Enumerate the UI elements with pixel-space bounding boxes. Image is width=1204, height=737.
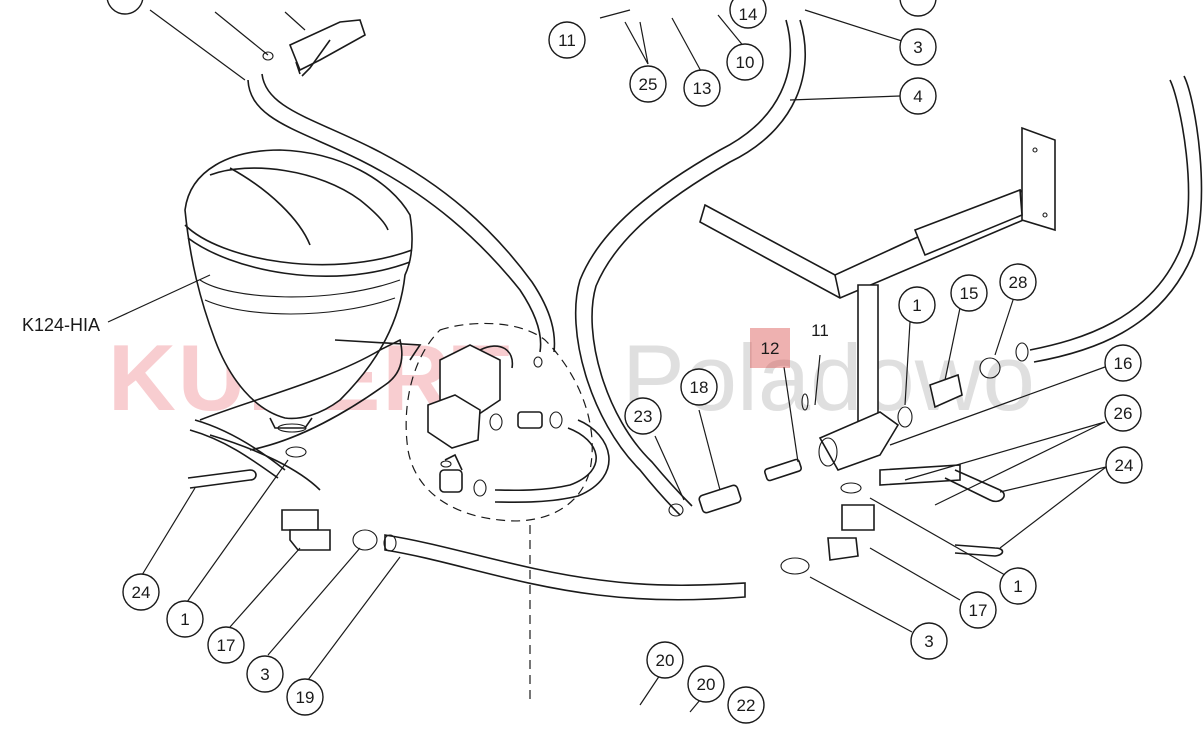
callout-20-b[interactable]: 20 (687, 665, 725, 703)
highlight-marker (750, 328, 790, 368)
callout-label: 17 (217, 636, 236, 655)
callout-label: 20 (697, 675, 716, 694)
callout-16[interactable]: 16 (1104, 344, 1142, 382)
callout-11[interactable]: 11 (548, 21, 586, 59)
callout-label: 14 (739, 5, 758, 24)
callout-13[interactable]: 13 (683, 69, 721, 107)
callout-label: 20 (656, 651, 675, 670)
callout-14[interactable]: 14 (729, 0, 767, 29)
callout-24-right[interactable]: 24 (1105, 446, 1143, 484)
callout-3-left[interactable]: 3 (246, 655, 284, 693)
callout-3-right[interactable]: 3 (910, 622, 948, 660)
callout-25[interactable]: 25 (629, 65, 667, 103)
callout-4[interactable]: 4 (899, 77, 937, 115)
callout-label: 11 (558, 31, 576, 50)
callout-label: 1 (912, 296, 921, 315)
valve-assembly (405, 322, 593, 705)
callout-23[interactable]: 23 (624, 397, 662, 435)
callout-label: 19 (296, 688, 315, 707)
callout-19[interactable]: 19 (286, 678, 324, 716)
callout-26[interactable]: 26 (1104, 394, 1142, 432)
callout-18[interactable]: 18 (680, 368, 718, 406)
callout-label: 12 (761, 339, 780, 358)
callout-label: 24 (132, 583, 151, 602)
callout-partial (106, 0, 144, 15)
callout-label: 1 (1013, 577, 1022, 596)
callout-label: 25 (639, 75, 658, 94)
callout-label: 13 (693, 79, 712, 98)
callout-24-left[interactable]: 24 (122, 573, 160, 611)
callout-label: 22 (737, 696, 756, 715)
callout-label: 26 (1114, 404, 1133, 423)
callout-28[interactable]: 28 (999, 263, 1037, 301)
callout-partial (899, 0, 937, 17)
callout-1-left[interactable]: 1 (166, 600, 204, 638)
callout-label: 24 (1115, 456, 1134, 475)
callout-bubbles: 11 25 13 10 14 3 4 11 12 18 23 1 15 28 1… (106, 0, 1143, 724)
callout-11-mid[interactable]: 11 (811, 321, 829, 340)
mounting-frame (699, 126, 1056, 486)
callout-label: 10 (736, 53, 755, 72)
callout-label: 3 (924, 632, 933, 651)
callout-10[interactable]: 10 (726, 43, 764, 81)
leader-lines (107, 9, 1107, 713)
callout-label: 3 (260, 665, 269, 684)
callout-1-right[interactable]: 1 (999, 567, 1037, 605)
callout-label: 4 (913, 87, 922, 106)
fittings (187, 357, 1005, 575)
callout-label: 1 (180, 610, 189, 629)
callout-20-a[interactable]: 20 (646, 641, 684, 679)
callout-22[interactable]: 22 (727, 686, 765, 724)
callout-label: 11 (811, 321, 829, 340)
spray-gun (262, 19, 366, 77)
callout-label: 17 (969, 601, 988, 620)
callout-label: 28 (1009, 273, 1028, 292)
callout-label: 3 (913, 38, 922, 57)
tank (184, 149, 422, 491)
assembly-label: K124-HIA (22, 315, 100, 335)
callout-3-top[interactable]: 3 (899, 28, 937, 66)
callout-label: 16 (1114, 354, 1133, 373)
callout-label: 15 (960, 284, 979, 303)
callout-label: 18 (690, 378, 709, 397)
callout-17-left[interactable]: 17 (207, 626, 245, 664)
callout-15[interactable]: 15 (950, 274, 988, 312)
callout-label: 23 (634, 407, 653, 426)
callout-17-right[interactable]: 17 (959, 591, 997, 629)
callout-1-top[interactable]: 1 (898, 286, 936, 324)
callout-12[interactable]: 12 (761, 339, 780, 358)
hoses (189, 19, 1203, 601)
